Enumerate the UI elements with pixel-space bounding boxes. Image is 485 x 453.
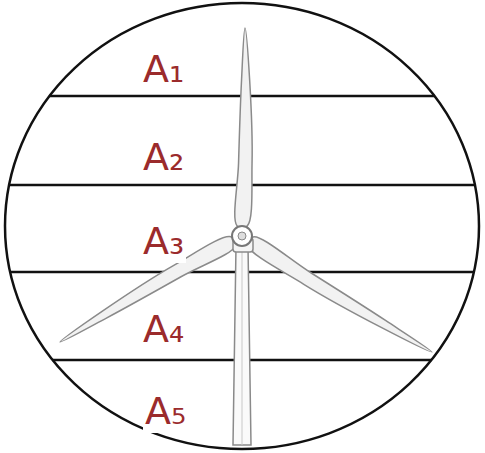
rotor-blade [235, 28, 252, 228]
tower-shade [242, 250, 243, 445]
wind-turbine [60, 28, 432, 445]
band-label: A₅ [143, 389, 188, 433]
hub-cap [238, 232, 246, 240]
band-label-holder: A₅ [143, 392, 188, 430]
swept-area-circle [5, 3, 479, 449]
band-label-holder: A₄ [141, 310, 186, 348]
band-label: A₃ [141, 219, 186, 263]
tower [233, 246, 251, 445]
band-label: A₁ [141, 47, 186, 91]
band-label-holder: A₃ [141, 222, 186, 260]
rotor-blade [248, 237, 432, 352]
band-label-holder: A₂ [141, 138, 186, 176]
rotor-hub [232, 226, 252, 246]
band-label: A₂ [141, 135, 186, 179]
band-label-holder: A₁ [141, 50, 186, 88]
band-label: A₄ [141, 307, 186, 351]
